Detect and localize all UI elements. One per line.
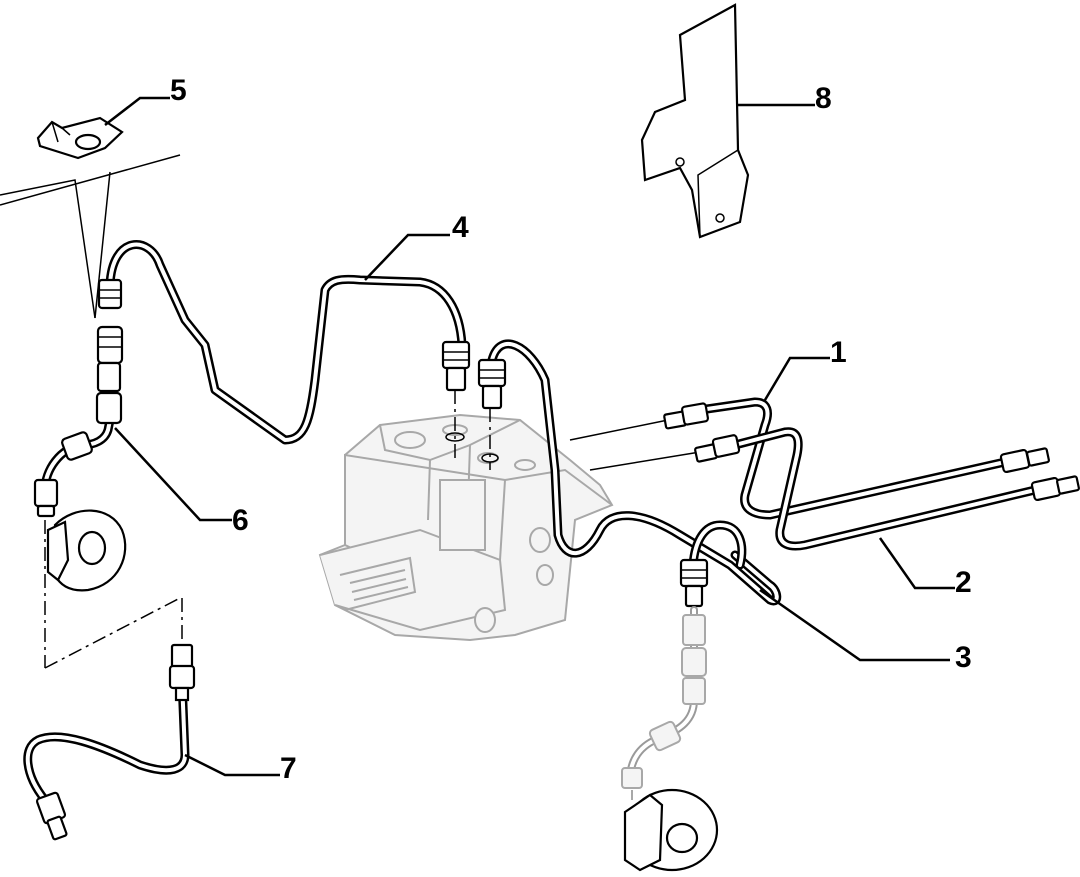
part-8-bracket (640, 3, 750, 239)
part-5-clip (36, 116, 124, 160)
part-1-brake-pipe (695, 397, 1010, 520)
callout-5: 5 (170, 74, 187, 107)
right-brake-hose (621, 558, 709, 800)
part-1-2-fittings (663, 402, 1080, 502)
callout-6: 6 (232, 504, 249, 537)
part-4-brake-pipe (105, 240, 467, 445)
callouts: 1 2 3 4 5 6 7 8 (170, 74, 972, 785)
callout-7: 7 (280, 752, 297, 785)
part-7-brake-hose (23, 643, 196, 841)
callout-1: 1 (830, 336, 847, 369)
reference-lines (44, 520, 183, 669)
abs-port-fittings (441, 340, 507, 463)
body-panel-edge (0, 154, 181, 319)
callout-4: 4 (452, 211, 469, 244)
leader-lines (104, 96, 955, 777)
part-2-brake-pipe (730, 427, 1040, 551)
part-3-loop (688, 520, 747, 570)
port-centerlines (454, 390, 491, 470)
left-brake-caliper (46, 509, 127, 592)
callout-3: 3 (955, 641, 972, 674)
abs-outlet-lines (569, 419, 701, 471)
callout-8: 8 (815, 82, 832, 115)
right-brake-caliper (623, 788, 719, 872)
callout-2: 2 (955, 566, 972, 599)
left-pipe-fittings (33, 278, 124, 518)
abs-modulator-unit (318, 413, 614, 642)
